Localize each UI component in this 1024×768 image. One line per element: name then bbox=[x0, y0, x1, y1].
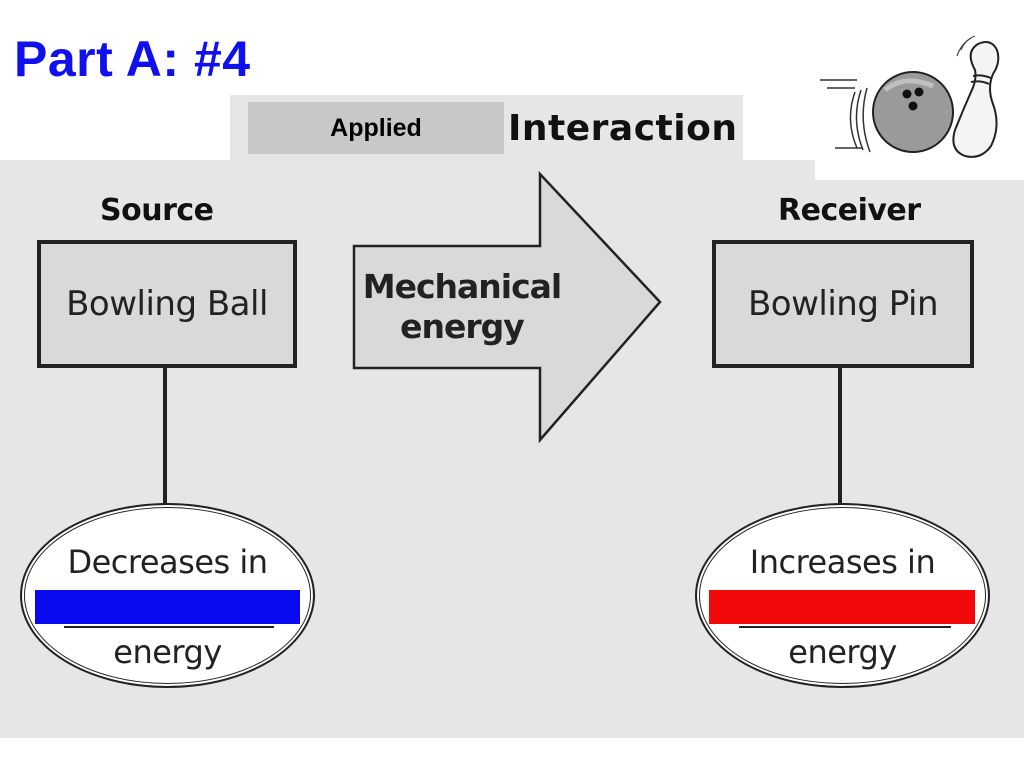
receiver-oval: Increases in energy bbox=[695, 503, 990, 688]
arrow-label-line1: Mechanical bbox=[363, 267, 562, 306]
bowling-ball-and-pin-icon bbox=[820, 35, 1000, 158]
receiver-energy-fill bbox=[709, 590, 975, 624]
arrow-label-line2: energy bbox=[400, 307, 524, 346]
applied-label: Applied bbox=[248, 102, 504, 154]
source-energy-fill bbox=[35, 590, 300, 624]
source-connector bbox=[163, 368, 167, 506]
clipart-area bbox=[815, 30, 1024, 180]
receiver-blank-line bbox=[739, 626, 951, 628]
interaction-label: Interaction bbox=[508, 108, 738, 149]
slide-title: Part A: #4 bbox=[14, 31, 251, 87]
source-heading: Source bbox=[100, 193, 214, 228]
source-oval: Decreases in energy bbox=[20, 503, 315, 688]
receiver-box: Bowling Pin bbox=[712, 240, 974, 368]
mechanical-energy-arrow: Mechanical energy bbox=[352, 170, 662, 444]
receiver-oval-bottom-text: energy bbox=[788, 633, 897, 671]
receiver-oval-top-text: Increases in bbox=[749, 543, 936, 581]
receiver-heading: Receiver bbox=[778, 193, 921, 228]
source-oval-top-text: Decreases in bbox=[67, 543, 268, 581]
source-blank-line bbox=[64, 626, 274, 628]
receiver-connector bbox=[838, 368, 842, 506]
source-box: Bowling Ball bbox=[37, 240, 297, 368]
source-oval-bottom-text: energy bbox=[113, 633, 222, 671]
